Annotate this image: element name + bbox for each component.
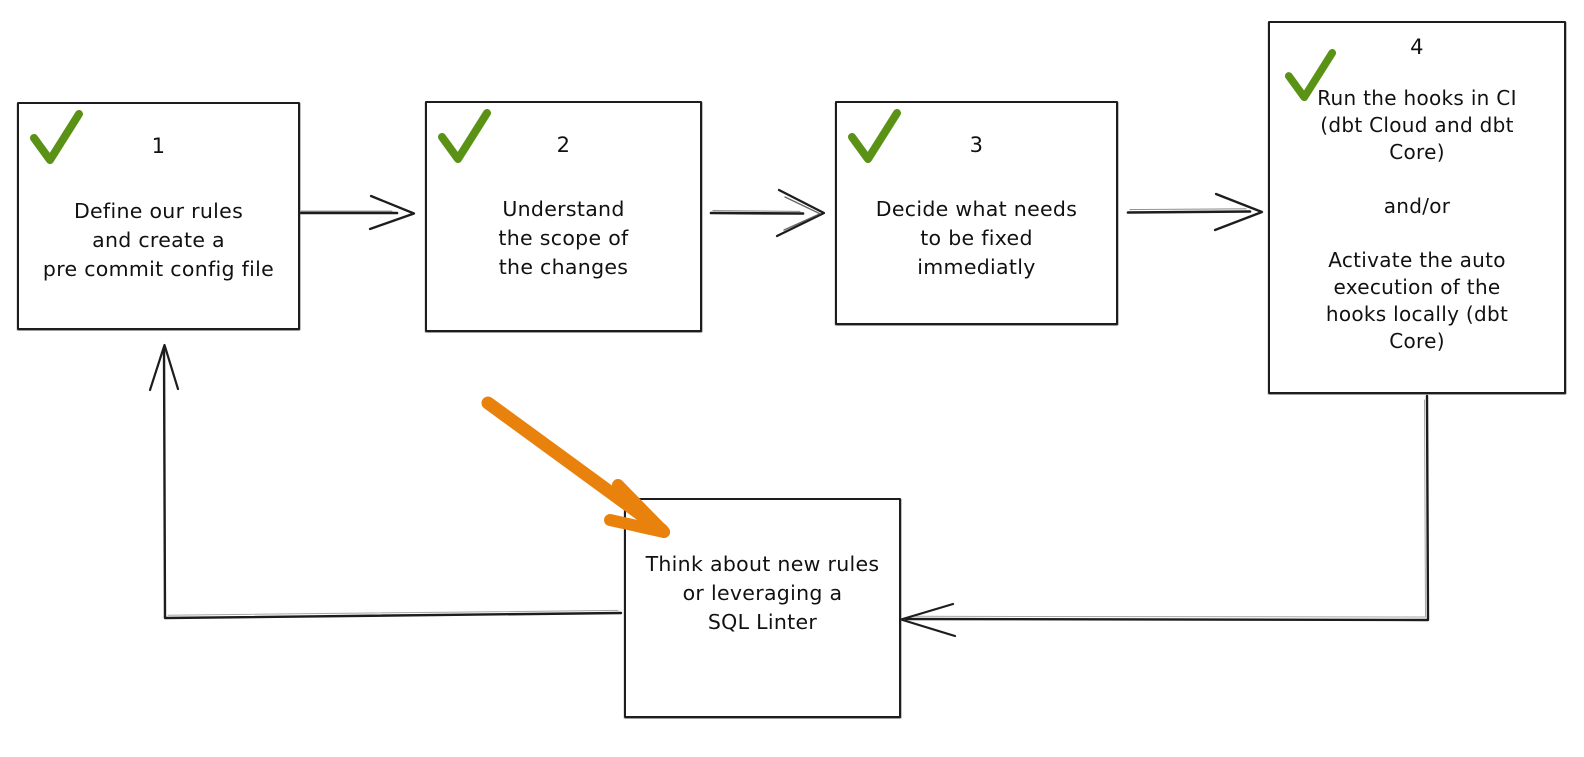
flow-node-1-text: Define our rules and create a pre commit…	[42, 199, 275, 281]
flow-node-4-inner: 4 Run the hooks in CI (dbt Cloud and dbt…	[1270, 23, 1564, 392]
flow-node-5-text: Think about new rules or leveraging a SQ…	[645, 552, 880, 634]
flow-node-1-inner: 1 Define our rules and create a pre comm…	[19, 104, 298, 328]
flow-node-2[interactable]: 2 Understand the scope of the changes	[425, 101, 702, 332]
edge-node2-to-node3	[709, 188, 826, 238]
green-check-icon	[438, 109, 491, 163]
flow-node-1[interactable]: 1 Define our rules and create a pre comm…	[17, 102, 300, 330]
flow-node-4-number: 4	[1410, 35, 1424, 59]
flow-node-2-number: 2	[556, 133, 571, 157]
flow-node-2-inner: 2 Understand the scope of the changes	[427, 103, 700, 330]
edge-node5-to-node1	[148, 343, 623, 620]
edge-node1-to-node2	[299, 194, 416, 231]
flow-node-5[interactable]: Think about new rules or leveraging a SQ…	[624, 498, 901, 718]
flow-node-5-inner: Think about new rules or leveraging a SQ…	[626, 500, 899, 716]
flow-node-4-text: Run the hooks in CI (dbt Cloud and dbt C…	[1317, 86, 1517, 353]
green-check-icon	[1284, 49, 1337, 102]
flow-node-3-inner: 3 Decide what needs to be fixed immediat…	[837, 103, 1116, 323]
flow-node-3-text: Decide what needs to be fixed immediatly	[875, 197, 1078, 279]
flow-node-4[interactable]: 4 Run the hooks in CI (dbt Cloud and dbt…	[1268, 21, 1566, 394]
edge-node4-to-node5	[899, 394, 1430, 638]
green-check-icon	[848, 109, 901, 163]
edge-node3-to-node4	[1126, 192, 1264, 232]
green-check-icon	[30, 110, 83, 164]
flow-node-3[interactable]: 3 Decide what needs to be fixed immediat…	[835, 101, 1118, 325]
flow-node-3-number: 3	[969, 133, 984, 157]
flow-node-1-number: 1	[151, 134, 166, 158]
flow-node-2-text: Understand the scope of the changes	[498, 197, 629, 279]
